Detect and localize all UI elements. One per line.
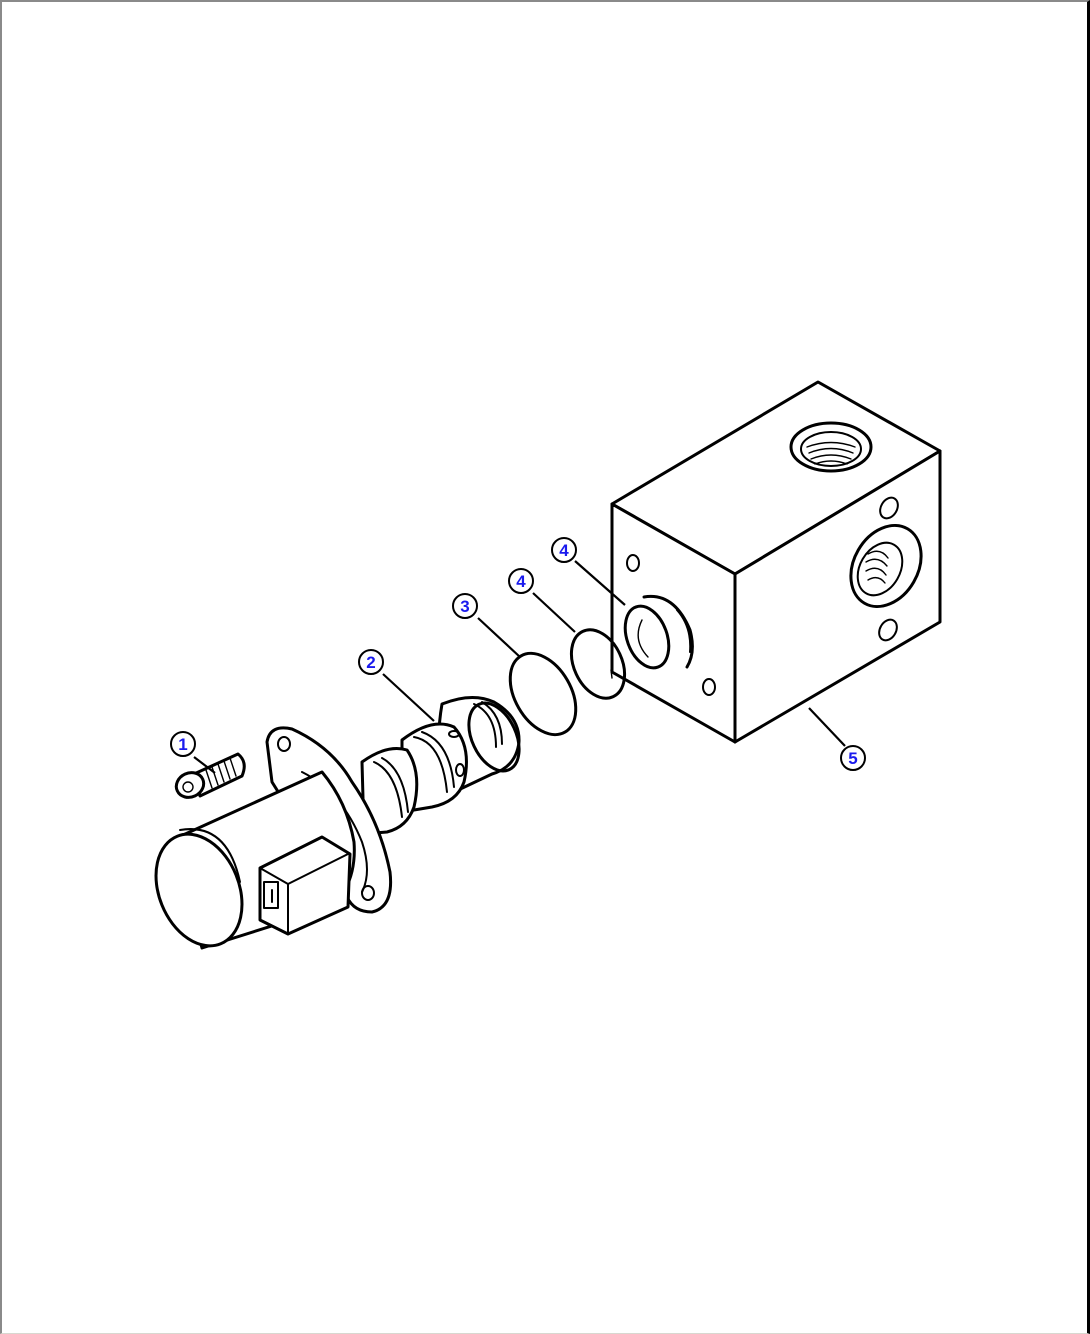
callout-part-5: 5 [840,745,866,771]
o-ring-part-4b [569,628,627,700]
valve-block [610,380,942,744]
leader-lines [193,560,846,774]
callout-part-4b: 4 [551,537,577,563]
callout-part-3: 3 [452,593,478,619]
solenoid-valve [154,696,521,950]
bolt [174,752,246,799]
callout-part-4a: 4 [508,568,534,594]
o-ring-part-3 [508,651,578,737]
callout-part-2: 2 [358,649,384,675]
callout-part-1: 1 [170,731,196,757]
